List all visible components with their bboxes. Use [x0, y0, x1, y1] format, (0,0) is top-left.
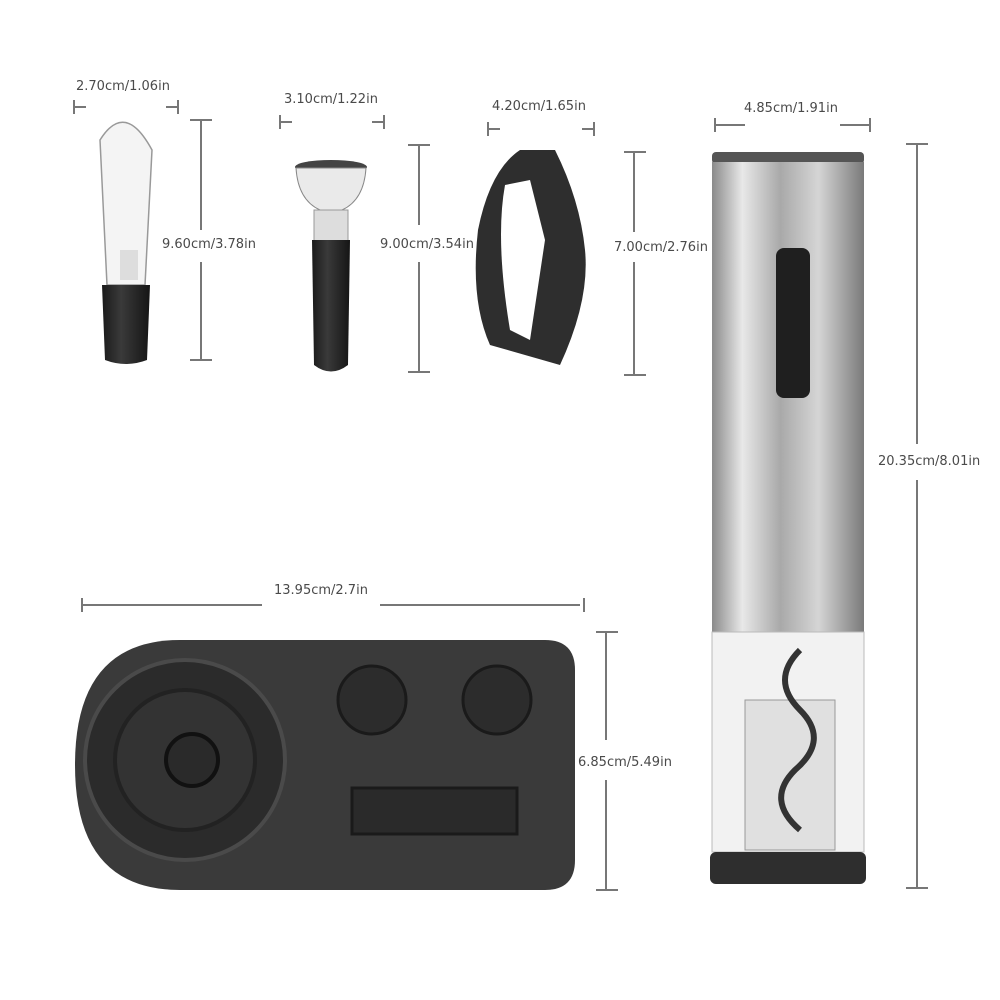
base-width-label: 13.95cm/2.7in	[272, 583, 370, 598]
dimension-lines	[73, 100, 928, 891]
aerator-image	[99, 121, 153, 364]
foil-cutter-width-label: 4.20cm/1.65in	[490, 99, 588, 114]
aerator-width-label: 2.70cm/1.06in	[74, 79, 172, 94]
stopper-height-label: 9.00cm/3.54in	[378, 237, 476, 252]
foil-cutter-image	[475, 150, 586, 365]
opener-width-label: 4.85cm/1.91in	[742, 101, 840, 116]
stopper-width-label: 3.10cm/1.22in	[282, 92, 380, 107]
aerator-height-label: 9.60cm/3.78in	[160, 237, 258, 252]
base-height-label: 6.85cm/5.49in	[576, 755, 674, 770]
foil-cutter-height-label: 7.00cm/2.76in	[612, 240, 710, 255]
charging-base-image	[75, 640, 575, 890]
wine-opener-image	[710, 152, 866, 884]
stopper-image	[295, 160, 367, 372]
opener-height-label: 20.35cm/8.01in	[876, 454, 983, 469]
